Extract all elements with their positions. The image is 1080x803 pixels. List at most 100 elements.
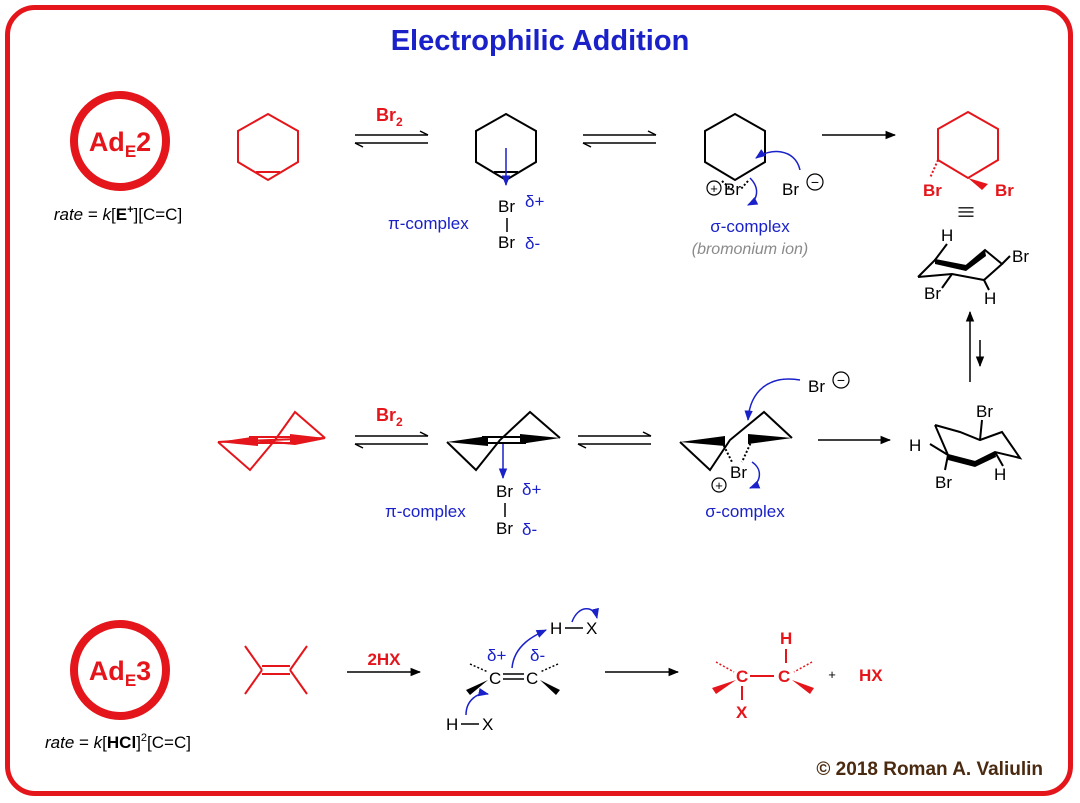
ade3-prod-wedge-right	[792, 680, 814, 694]
ade3-ts-substituents	[469, 663, 559, 673]
pi-complex-delta-plus: δ+	[525, 192, 544, 211]
copyright: © 2018 Roman A. Valiulin	[816, 759, 1043, 780]
ade3-prod-x: X	[736, 703, 748, 722]
chair-br-left: Br	[924, 284, 941, 303]
ade3-hx-top-h: H	[550, 619, 562, 638]
svg-text:AdE2: AdE2	[89, 127, 151, 161]
chair-bold-edge	[935, 250, 986, 271]
ade3-badge-num: 3	[136, 656, 151, 686]
row2-plus: +	[715, 478, 723, 493]
wedge-bond-product	[968, 178, 988, 190]
row2-reagent-br2: Br2	[376, 405, 403, 429]
ade2-badge-num: 2	[136, 127, 151, 157]
row2-bromonium-br: Br	[730, 463, 747, 482]
bromonium-ring	[704, 112, 766, 191]
ade3-hx-bottom-x: X	[482, 715, 493, 734]
ade3-hx-bottom-h: H	[446, 715, 458, 734]
sigma-wedge-2	[748, 434, 792, 444]
row2-bromonium-open-arrow	[749, 461, 761, 489]
svg-text:AdE3: AdE3	[89, 656, 151, 690]
row2-bromide-minus: −	[837, 372, 845, 388]
trans-dibromide-product	[929, 110, 999, 180]
pi-complex-label: π-complex	[388, 214, 469, 233]
ade3-hx-bottom-arrow	[465, 688, 490, 716]
ade3-prod-c-left: C	[736, 667, 748, 686]
equilibrium-arrow-4	[577, 431, 652, 449]
bromonium-plus-circle	[706, 180, 722, 196]
red-rounded-frame	[5, 5, 1073, 796]
product-br-left: Br	[923, 181, 942, 200]
ade2-rate-law: rate = k[E+][C=C]	[54, 204, 182, 224]
bromonium-open-arrow	[747, 177, 759, 206]
row2-chair-h-left: H	[909, 436, 921, 455]
row2-chair-br-top: Br	[976, 402, 993, 421]
row2-chair-br-bottom: Br	[935, 473, 952, 492]
ade3-c-right: C	[526, 669, 538, 688]
pi-half-chair-wedge-1	[447, 436, 488, 446]
ade3-rate-law: rate = k[HCl]2[C=C]	[45, 732, 191, 752]
ade2-badge-main: Ad	[89, 127, 125, 157]
equilibrium-arrow-1	[354, 130, 429, 148]
chair-h-top: H	[941, 226, 953, 245]
ade3-reagent: 2HX	[367, 650, 401, 669]
row2-plus-circle	[711, 477, 727, 493]
chair-br-right: Br	[1012, 247, 1029, 266]
product-br-right: Br	[995, 181, 1014, 200]
bromide-br: Br	[782, 180, 799, 199]
pi-complex-delta-minus: δ-	[525, 234, 540, 253]
page-title: Electrophilic Addition	[391, 25, 690, 57]
pi-complex-br-top: Br	[498, 197, 515, 216]
pi-half-chair-wedge-2	[520, 434, 560, 444]
half-chair-wedge-2	[290, 434, 325, 444]
chair-diaxial-bold	[948, 452, 996, 467]
ade3-prod-wedge-left	[712, 680, 736, 694]
ade3-hx-top-arrow	[571, 607, 599, 623]
row2-delta-minus: δ-	[522, 520, 537, 539]
bromide-minus-circle	[806, 173, 824, 191]
ade3-plus: +	[828, 667, 836, 682]
ade3-byproduct: HX	[859, 666, 883, 685]
ade3-wedge-left	[466, 680, 488, 695]
row2-br-top: Br	[496, 482, 513, 501]
ade3-badge: AdE3	[70, 620, 170, 720]
ade3-wedge-right	[540, 680, 560, 695]
bromide-minus: −	[811, 174, 819, 190]
tetramethylethylene	[244, 645, 308, 695]
bromonium-br: Br	[724, 180, 741, 199]
row2-bromide-minus-circle	[832, 371, 850, 389]
ade2-reagent-br2: Br2	[376, 105, 403, 129]
equilibrium-arrow-3	[354, 431, 429, 449]
bromonium-ion-label: (bromonium ion)	[692, 241, 808, 258]
sigma-wedge-1	[680, 436, 725, 446]
ade3-prod-h: H	[780, 629, 792, 648]
row2-bromide-attack-arrow	[744, 378, 801, 422]
ade3-prod-c-right: C	[778, 667, 790, 686]
row2-br-bottom: Br	[496, 519, 513, 538]
row2-bromide-br: Br	[808, 377, 825, 396]
ade3-delta-minus: δ-	[530, 646, 545, 665]
row2-delta-plus: δ+	[522, 480, 541, 499]
pi-complex-br-bottom: Br	[498, 233, 515, 252]
equilibrium-arrow-2	[582, 130, 657, 148]
row2-sigma-complex-label: σ-complex	[705, 502, 785, 521]
ade3-badge-main: Ad	[89, 656, 125, 686]
ade2-badge: AdE2	[70, 91, 170, 191]
equivalence-sign: |||	[958, 206, 975, 218]
chair-diequatorial	[917, 243, 1011, 291]
ade3-delta-plus: δ+	[487, 646, 506, 665]
ade3-pi-attack-arrow	[511, 629, 547, 669]
bromide-attack-arrow	[755, 149, 801, 171]
ade3-prod-hash-bonds	[715, 661, 813, 673]
row2-pi-complex-label: π-complex	[385, 502, 466, 521]
ade2-badge-sub: E	[125, 142, 136, 161]
row2-chair-h-right: H	[994, 465, 1006, 484]
half-chair-wedge	[218, 436, 258, 446]
ade3-badge-sub: E	[125, 671, 136, 690]
bromonium-plus: +	[710, 181, 718, 196]
ade3-c-left: C	[489, 669, 501, 688]
ade3-hx-top-x: X	[586, 619, 597, 638]
sigma-complex-label: σ-complex	[710, 217, 790, 236]
chair-h-bottom: H	[984, 289, 996, 308]
